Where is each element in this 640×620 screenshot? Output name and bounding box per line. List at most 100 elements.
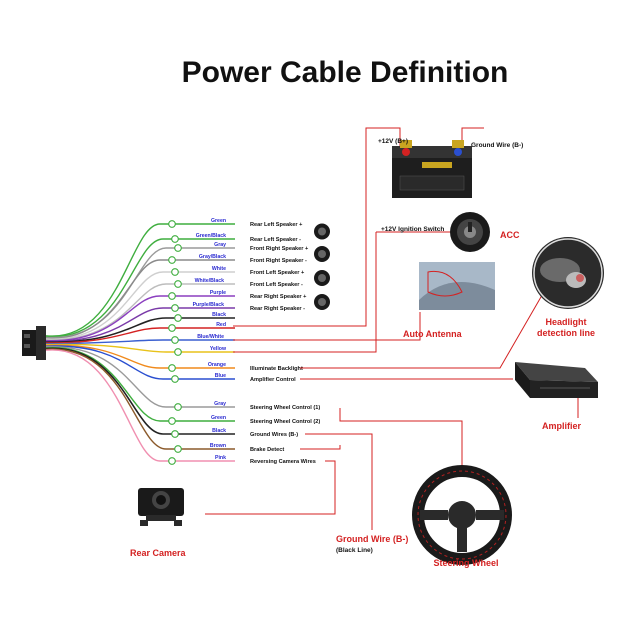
wire-17 (45, 348, 235, 450)
wire-18 (45, 349, 235, 462)
amplifier-icon (515, 362, 598, 398)
wire-ring-17 (174, 445, 182, 453)
wire-color-label: Gray (214, 401, 226, 407)
wire-function-label: Illuminate Backlight (250, 366, 303, 372)
wire-function-label: Reversing Camera Wires (250, 459, 316, 465)
wire-function-label: Brake Detect (250, 447, 284, 453)
wire-color-label: Black (212, 312, 226, 318)
wire-function-label: Ground Wires (B-) (250, 432, 298, 438)
wire-color-label: Gray/Black (199, 254, 226, 260)
wire-ring-2 (174, 244, 182, 252)
auto-antenna-image (419, 262, 495, 310)
wire-11 (45, 343, 235, 353)
wire-8 (45, 317, 235, 344)
wire-ring-15 (168, 417, 176, 425)
battery-plus-line (233, 127, 401, 327)
wire-color-label: Brown (210, 443, 226, 449)
wire-14 (45, 346, 235, 408)
wire-13 (45, 345, 235, 380)
ground-bottom-label: Ground Wire (B-) (336, 534, 408, 544)
wire-color-label: Orange (208, 362, 226, 368)
ground-bottom-line (305, 433, 373, 530)
wire-function-label: Front Right Speaker - (250, 258, 307, 264)
wire-ring-1 (171, 235, 179, 243)
wire-color-label: Blue/White (197, 334, 224, 340)
wire-ring-6 (168, 292, 176, 300)
wire-ring-5 (174, 280, 182, 288)
wire-ring-16 (171, 430, 179, 438)
wire-function-label: Rear Right Speaker - (250, 306, 305, 312)
wire-color-label: Purple (210, 290, 226, 296)
wire-color-label: Purple/Black (193, 302, 225, 308)
battery-icon (392, 140, 472, 198)
page-title: Power Cable Definition (182, 56, 509, 89)
wire-color-label: Green/Black (196, 233, 226, 239)
wire-12 (45, 344, 235, 369)
connection-lines (205, 127, 579, 530)
battery-plus-label: +12V (B+) (378, 138, 408, 145)
wire-function-label: Rear Left Speaker + (250, 222, 303, 228)
ignition-line (233, 232, 377, 353)
wire-16 (45, 347, 235, 435)
steering-wheel-icon (412, 465, 512, 565)
wire-ring-0 (168, 220, 176, 228)
wire-color-label: Red (216, 322, 226, 328)
wire-function-label: Rear Left Speaker - (250, 237, 301, 243)
wire-function-label: Amplifier Control (250, 377, 296, 383)
speaker-icons (314, 223, 330, 310)
detection-line-label: detection line (537, 328, 595, 338)
wire-ring-4 (171, 268, 179, 276)
ignition-label: +12V Ignition Switch (381, 226, 444, 233)
wire-7 (45, 307, 235, 343)
wire-ring-7 (171, 304, 179, 312)
wire-0 (45, 223, 235, 337)
wire-10 (45, 339, 235, 345)
wire-function-label: Rear Right Speaker + (250, 294, 307, 300)
harness-connector (22, 326, 46, 360)
wire-ring-9 (168, 324, 176, 332)
wire-ring-10 (171, 336, 179, 344)
wire-function-label: Front Right Speaker + (250, 246, 309, 252)
wire-function-label: Steering Wheel Control (2) (250, 419, 320, 425)
wire-9 (45, 327, 235, 344)
wire-ring-14 (174, 403, 182, 411)
wire-color-label: White/Black (195, 278, 225, 284)
wire-color-label: Green (211, 415, 226, 421)
headlight-image (532, 237, 604, 309)
acc-label: ACC (500, 230, 520, 240)
wire-ring-13 (171, 375, 179, 383)
wire-function-label: Front Left Speaker + (250, 270, 305, 276)
wire-function-label: Front Left Speaker - (250, 282, 303, 288)
wire-ring-18 (168, 457, 176, 465)
wire-ring-11 (174, 348, 182, 356)
wire-3 (45, 259, 235, 339)
speaker-cone-icon (318, 298, 326, 306)
wire-4 (45, 271, 235, 340)
wire-color-label: Blue (215, 373, 226, 379)
ignition-key-icon (450, 212, 490, 252)
wire-color-label: Green (211, 218, 226, 224)
wire-1 (45, 238, 235, 338)
wire-function-label: Steering Wheel Control (1) (250, 405, 320, 411)
headlight-label: Headlight (545, 317, 586, 327)
wire-6 (45, 295, 235, 342)
steering-line (339, 408, 463, 470)
steering-wheel-label: Steering Wheel (433, 558, 498, 568)
antenna-line (233, 312, 421, 341)
headlight-line (300, 289, 546, 369)
brake-line (300, 445, 341, 450)
wire-color-label: Yellow (210, 346, 227, 352)
wire-5 (45, 283, 235, 341)
wire-ring-8 (174, 314, 182, 322)
auto-antenna-label: Auto Antenna (403, 329, 463, 339)
black-line-label: (Black Line) (336, 547, 373, 554)
camera-line (205, 460, 336, 515)
rear-camera-label: Rear Camera (130, 548, 187, 558)
speaker-cone-icon (318, 227, 326, 236)
speaker-cone-icon (318, 250, 326, 258)
wire-ring-12 (168, 364, 176, 372)
ground-wire-label: Ground Wire (B-) (471, 142, 523, 149)
wire-ring-3 (168, 256, 176, 264)
